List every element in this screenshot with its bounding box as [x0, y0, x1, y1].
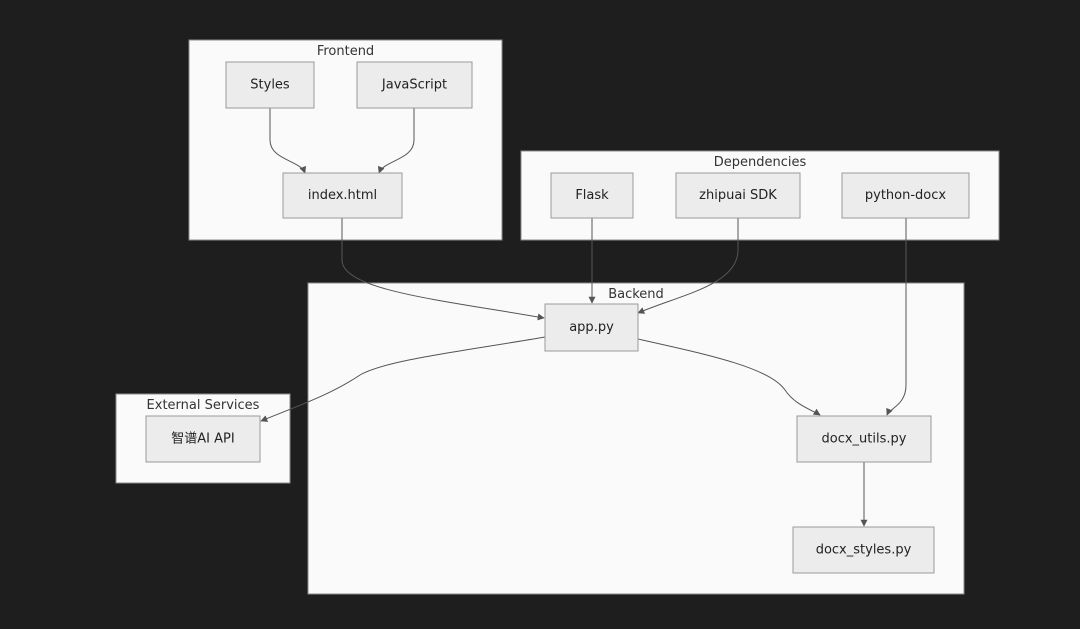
- edges: [260, 108, 907, 527]
- node-python-docx: python-docx: [841, 172, 970, 219]
- node-docx-utils-label: docx_utils.py: [822, 432, 907, 447]
- node-styles: Styles: [225, 61, 315, 109]
- node-python-docx-label: python-docx: [865, 188, 947, 203]
- edge-styles-to-index: [269, 108, 306, 174]
- node-app-py: app.py: [544, 303, 639, 352]
- node-zhipuai-sdk: zhipuai SDK: [675, 172, 801, 219]
- edge-index-to-app: [341, 218, 545, 321]
- cluster-frontend-label: Frontend: [317, 44, 374, 59]
- node-index-html: index.html: [282, 172, 403, 219]
- node-javascript-label: JavaScript: [381, 78, 447, 93]
- node-javascript: JavaScript: [356, 61, 473, 109]
- node-docx-utils: docx_utils.py: [796, 415, 932, 463]
- node-styles-label: Styles: [250, 78, 290, 93]
- node-flask: Flask: [550, 172, 634, 219]
- edge-app-to-docx-utils: [637, 338, 821, 416]
- edge-javascript-to-index: [378, 108, 415, 174]
- edge-zhipuai-sdk-to-app: [637, 218, 739, 314]
- cluster-external-services-label: External Services: [147, 398, 260, 413]
- node-zhipuai-sdk-label: zhipuai SDK: [699, 188, 777, 203]
- edge-python-docx-to-docx-utils: [886, 218, 907, 416]
- node-zhipu-ai-api: 智谱AI API: [145, 415, 261, 463]
- node-flask-label: Flask: [575, 188, 609, 203]
- node-app-py-label: app.py: [569, 320, 614, 335]
- cluster-backend-label: Backend: [608, 287, 664, 302]
- node-zhipu-ai-api-label: 智谱AI API: [171, 432, 234, 447]
- node-docx-styles: docx_styles.py: [792, 526, 935, 574]
- node-docx-styles-label: docx_styles.py: [816, 543, 912, 558]
- cluster-dependencies-label: Dependencies: [714, 155, 807, 170]
- node-index-html-label: index.html: [308, 188, 377, 203]
- edge-app-to-zhipu-api: [260, 336, 546, 422]
